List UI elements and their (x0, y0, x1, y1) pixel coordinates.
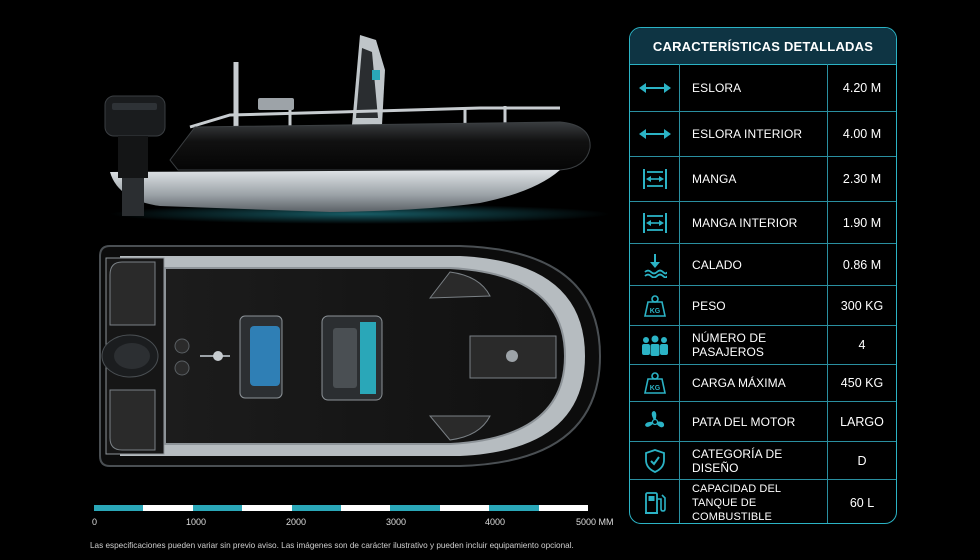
scale-tick: 1000 (186, 517, 207, 527)
spec-label: PESO (680, 286, 828, 325)
arrow-horizontal-icon (630, 112, 680, 156)
spec-label: NÚMERO DE PASAJEROS (680, 326, 828, 364)
scale-segment (143, 505, 193, 511)
spec-label: ESLORA INTERIOR (680, 112, 828, 156)
spec-value: 4.00 M (842, 127, 882, 141)
spec-value: 0.86 M (842, 257, 882, 272)
spec-label: CALADO (680, 244, 828, 285)
fuel-pump-icon (630, 480, 680, 523)
spec-row: KG PESO 300 KG (630, 286, 896, 326)
scale-tick: 0 (92, 517, 98, 527)
spec-value: 2.30 M (842, 172, 882, 186)
spec-label: MANGA INTERIOR (680, 202, 828, 243)
spec-row: CATEGORÍA DE DISEÑO D (630, 442, 896, 480)
scale-segment (291, 505, 342, 511)
spec-label: MANGA (680, 157, 828, 201)
spec-table-title: CARACTERÍSTICAS DETALLADAS (630, 28, 896, 65)
boat-illustrations (99, 35, 610, 467)
spec-row: PATA DEL MOTOR LARGO (630, 402, 896, 442)
scale-segment (341, 505, 391, 511)
spec-row: ESLORA INTERIOR 4.00 M (630, 112, 896, 157)
propeller-icon (630, 402, 680, 441)
shield-check-icon (630, 442, 680, 479)
spec-label: CAPACIDAD DEL TANQUE DE COMBUSTIBLE (680, 480, 828, 523)
draft-water-icon (630, 244, 680, 285)
weight-kg-icon: KG (630, 286, 680, 325)
spec-value: 60 L (849, 495, 875, 510)
spec-row: CAPACIDAD DEL TANQUE DE COMBUSTIBLE 60 L (630, 480, 896, 523)
spec-label: ESLORA (680, 64, 828, 111)
scale-tick: 5000 MM (576, 517, 614, 527)
spec-value: 4.20 M (842, 80, 882, 95)
spec-row: MANGA INTERIOR 1.90 M (630, 202, 896, 244)
scale-segment (538, 505, 589, 511)
beam-width-icon (630, 202, 680, 243)
boat-top-view (99, 245, 602, 467)
scale-tick: 4000 (485, 517, 506, 527)
spec-label: PATA DEL MOTOR (680, 402, 828, 441)
spec-row: ESLORA 4.20 M (630, 64, 896, 112)
weight-kg-icon: KG (630, 365, 680, 401)
spec-row: CALADO 0.86 M (630, 244, 896, 286)
spec-value: LARGO (840, 414, 884, 429)
scale-segment (390, 505, 440, 511)
spec-row: NÚMERO DE PASAJEROS 4 (630, 326, 896, 365)
spec-row: KG CARGA MÁXIMA 450 KG (630, 365, 896, 402)
svg-text:KG: KG (649, 385, 660, 392)
scale-segment (242, 505, 292, 511)
svg-text:KG: KG (649, 308, 660, 315)
scale-segment (192, 505, 243, 511)
scale-bar (94, 505, 589, 511)
arrow-horizontal-icon (630, 64, 680, 111)
spec-value: 450 KG (840, 376, 884, 390)
spec-row: MANGA 2.30 M (630, 157, 896, 202)
beam-width-icon (630, 157, 680, 201)
scale-segment (439, 505, 490, 511)
spec-value: 4 (858, 338, 866, 352)
spec-value: 300 KG (840, 298, 884, 313)
scale-tick: 2000 (286, 517, 307, 527)
boat-side-view (104, 35, 610, 224)
spec-value: 1.90 M (842, 215, 882, 230)
scale-tick: 3000 (386, 517, 407, 527)
spec-value: D (857, 453, 867, 468)
scale-segment (94, 505, 144, 511)
spec-label: CATEGORÍA DE DISEÑO (680, 442, 828, 479)
scale-segment (489, 505, 539, 511)
passengers-icon (630, 326, 680, 364)
disclaimer-text: Las especificaciones pueden variar sin p… (90, 541, 574, 550)
spec-label: CARGA MÁXIMA (680, 365, 828, 401)
